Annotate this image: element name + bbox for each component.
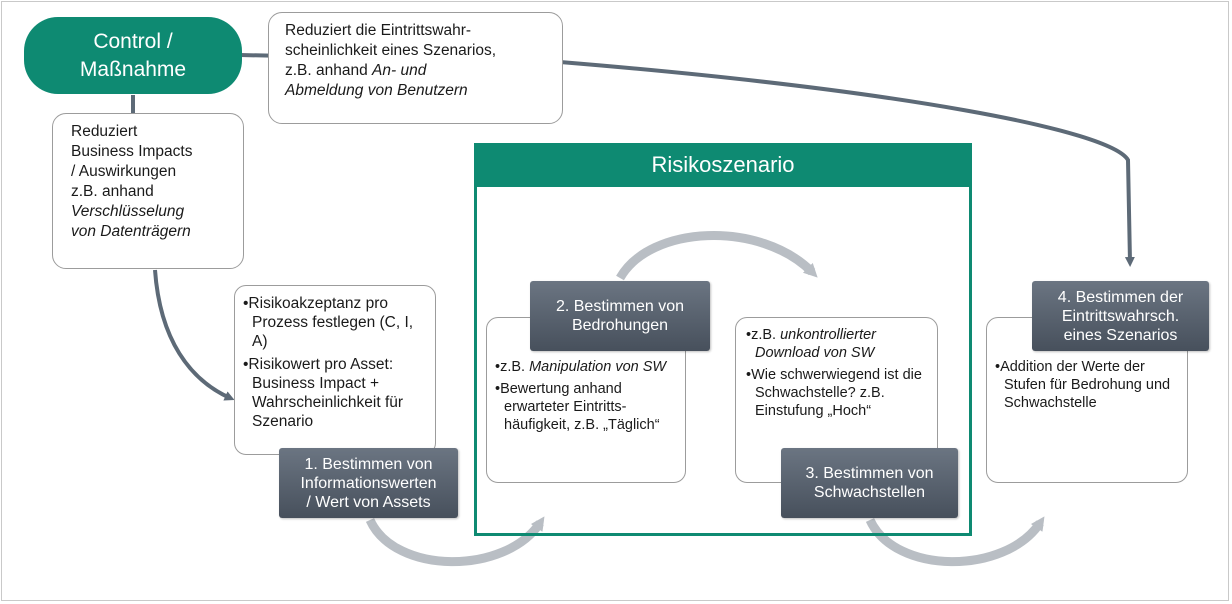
note-top-line1: Reduziert die Eintrittswahr- <box>285 22 472 39</box>
arrow-control-to-step1 <box>131 95 230 398</box>
note-top-line3-prefix: z.B. anhand <box>285 62 373 79</box>
step1-label-line1: 1. Bestimmen von <box>304 455 433 473</box>
step3-bullet1-prefix: •z.B. <box>746 327 781 343</box>
note-top-line3: z.B. anhand An- und <box>285 61 550 81</box>
step1-bullet-2: •Risikowert pro Asset: Business Impact +… <box>243 356 404 430</box>
control-line1: Control / <box>93 29 173 53</box>
step4-label-line3: eines Szenarios <box>1063 326 1178 344</box>
note-left-line3: / Auswirkungen <box>71 163 177 180</box>
step4-label: 4. Bestimmen der Eintrittswahrsch. eines… <box>1032 281 1209 351</box>
control-measure-node: Control / Maßnahme <box>24 17 242 94</box>
step3-label-line1: 3. Bestimmen von <box>805 465 934 482</box>
step4-bullet-1: •Addition der Werte der Stufen für Bedro… <box>995 359 1171 411</box>
step3-bullet-2: •Wie schwerwiegend ist die Schwachstelle… <box>746 367 922 419</box>
step1-label-line2: Informationswerten <box>300 474 437 492</box>
note-left-line5: Verschlüsselung <box>71 203 185 220</box>
arrow-step3-to-step4 <box>865 516 1045 567</box>
note-top-line2: scheinlichkeit eines Szenarios, <box>285 42 497 59</box>
step2-bullet-1: •z.B. Manipulation von SW <box>495 358 677 376</box>
control-line2: Maßnahme <box>79 57 187 81</box>
step2-label-line2: Bedrohungen <box>571 317 669 334</box>
step2-bullet1-italic: Manipulation von SW <box>529 359 667 375</box>
note-probability-reduction: Reduziert die Eintrittswahr- scheinlichk… <box>268 12 563 124</box>
step4-label-line2: Eintrittswahrsch. <box>1061 307 1180 325</box>
step3-label-line2: Schwachstellen <box>813 484 926 501</box>
note-left-line2: Business Impacts <box>71 143 193 160</box>
step1-label: 1. Bestimmen von Informationswerten / We… <box>279 448 458 518</box>
note-left-line1: Reduziert <box>71 123 138 140</box>
step2-label-line1: 2. Bestimmen von <box>555 298 685 315</box>
note-left-line4: z.B. anhand <box>71 183 154 200</box>
note-left-line6: von Datenträgern <box>71 223 191 240</box>
arrow-control-to-step4 <box>239 53 1135 267</box>
risk-scenario-header: Risikoszenario <box>474 143 972 187</box>
risk-scenario-title: Risikoszenario <box>651 152 795 177</box>
step4-label-line1: 4. Bestimmen der <box>1057 288 1184 306</box>
step1-details-box: •Risikoakzeptanz pro Prozess festlegen (… <box>234 285 436 455</box>
step2-bullet1-prefix: •z.B. <box>495 359 530 375</box>
step1-bullet-1: •Risikoakzeptanz pro Prozess festlegen (… <box>243 295 414 350</box>
note-top-line3-italic: An- und <box>372 62 427 79</box>
note-top-line4: Abmeldung von Benutzern <box>285 82 468 99</box>
arrow-step2-to-step3 <box>616 231 818 281</box>
step1-label-line3: / Wert von Assets <box>306 493 431 511</box>
step3-label: 3. Bestimmen von Schwachstellen <box>781 448 958 518</box>
arrow-step1-to-step2 <box>365 516 545 567</box>
note-impact-reduction: Reduziert Business Impacts / Auswirkunge… <box>52 113 244 269</box>
step3-bullet-1: •z.B. unkontrollierter Download von SW <box>746 326 929 362</box>
step3-bullet1-italic: unkontrollierter Download von SW <box>755 327 877 361</box>
step2-label: 2. Bestimmen von Bedrohungen <box>530 281 710 351</box>
step2-bullet-2: •Bewertung anhand erwarteter Eintritts-h… <box>495 381 660 433</box>
